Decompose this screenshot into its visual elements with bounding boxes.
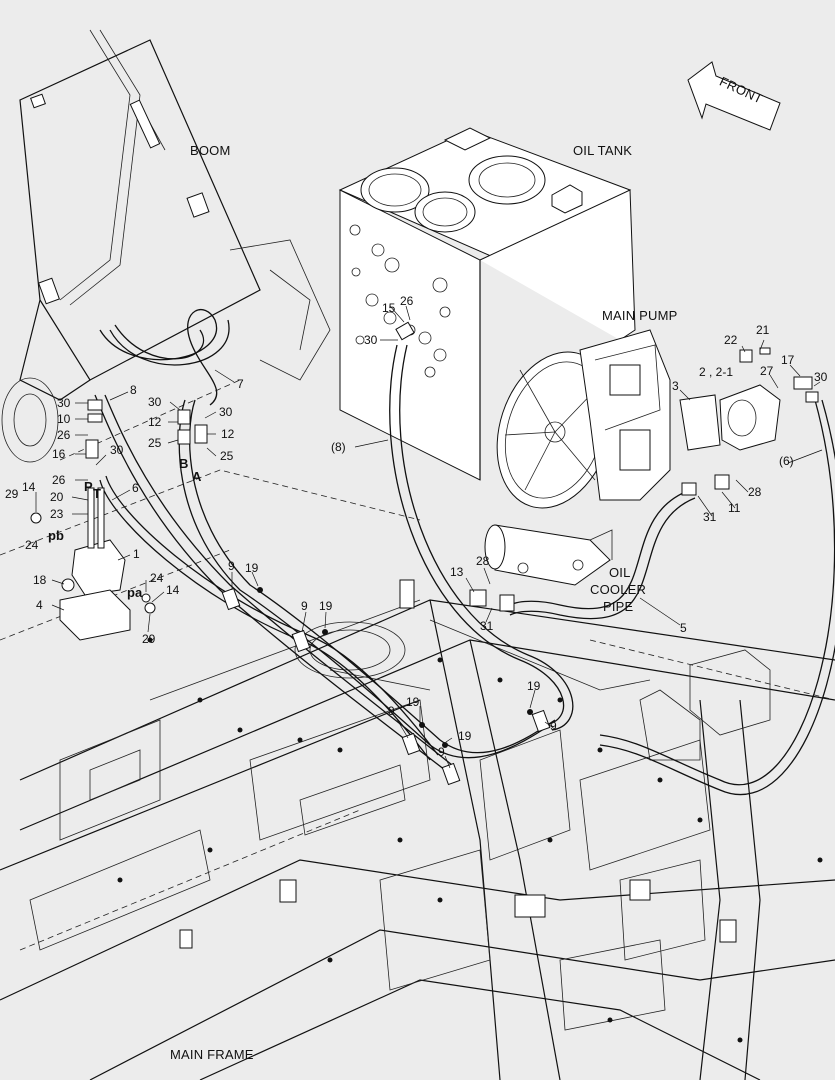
control-valve-drawing [30, 487, 156, 641]
callout: 26 [52, 473, 66, 487]
port-pb: pb [48, 528, 64, 543]
hoses [94, 308, 835, 796]
callout: 19 [245, 561, 259, 575]
callout: (8) [331, 440, 346, 454]
callout: 19 [319, 599, 333, 613]
callout: 17 [781, 353, 795, 367]
part-callouts: 30 10 26 16 26 30 8 7 30 12 25 30 12 25 … [5, 294, 828, 759]
callout: 21 [756, 323, 770, 337]
label-main-pump: MAIN PUMP [602, 308, 677, 323]
oil-cooler-pipe-drawing [484, 524, 613, 586]
callout: 30 [110, 443, 124, 457]
callout: 29 [5, 487, 19, 501]
callout: 8 [130, 383, 137, 397]
callout: 1 [133, 547, 140, 561]
fittings [85, 321, 819, 612]
port-t: T [93, 486, 101, 501]
callout: 29 [142, 632, 156, 646]
callout: 31 [480, 619, 494, 633]
boom-drawing [1, 29, 331, 463]
callout: 13 [450, 565, 464, 579]
callout: 30 [814, 370, 828, 384]
callout: 12 [221, 427, 235, 441]
port-p: P [84, 479, 93, 494]
leader-lines [35, 305, 823, 769]
main-pump-drawing [496, 329, 781, 509]
callout: 12 [148, 415, 162, 429]
callout: 10 [57, 412, 71, 426]
callout: 24 [150, 571, 164, 585]
callout: 11 [728, 501, 741, 515]
callout: 28 [748, 485, 762, 499]
callout: 19 [527, 679, 541, 693]
callout: 16 [52, 447, 66, 461]
callout: 3 [672, 379, 679, 393]
callout: 30 [219, 405, 233, 419]
callout: 15 [382, 301, 396, 315]
callout: 14 [22, 480, 36, 494]
callout: 14 [166, 583, 180, 597]
front-arrow [687, 61, 781, 131]
callout: 27 [760, 364, 774, 378]
label-main-frame: MAIN FRAME [170, 1047, 254, 1062]
callout: 30 [57, 396, 71, 410]
port-labels: B A P T pb pa [48, 456, 202, 600]
callout: 19 [406, 695, 420, 709]
callout: 19 [458, 729, 472, 743]
callout: 31 [703, 510, 717, 524]
callout: 4 [36, 598, 43, 612]
callout: 7 [237, 377, 244, 391]
callout: 9 [388, 704, 395, 718]
callout: (6) [779, 454, 794, 468]
callout: 6 [132, 481, 139, 495]
label-oil-cooler-line-1: OIL [609, 565, 631, 580]
callout: 25 [148, 436, 162, 450]
port-b: B [179, 456, 188, 471]
callout: 20 [50, 490, 64, 504]
callout: 30 [148, 395, 162, 409]
port-a: A [192, 469, 202, 484]
main-frame-drawing [0, 379, 835, 1080]
callout: 9 [438, 745, 445, 759]
callout: 30 [364, 333, 378, 347]
label-oil-tank: OIL TANK [573, 143, 632, 158]
callout: 9 [228, 559, 235, 573]
port-pa: pa [127, 585, 143, 600]
callout: 26 [57, 428, 71, 442]
callout: 23 [50, 507, 64, 521]
callout: 28 [476, 554, 490, 568]
label-oil-cooler-line-3: PIPE [603, 599, 634, 614]
callout: 24 [25, 538, 39, 552]
callout: 25 [220, 449, 234, 463]
callout: 9 [301, 599, 308, 613]
hose-clamps [221, 587, 551, 786]
callout: 18 [33, 573, 47, 587]
callout: 2 , 2-1 [699, 365, 733, 379]
callout: 22 [724, 333, 738, 347]
callout: 26 [400, 294, 414, 308]
label-boom: BOOM [190, 143, 231, 158]
callout: 5 [680, 621, 687, 635]
label-oil-cooler-line-2: COOLER [590, 582, 646, 597]
callout: 9 [550, 719, 557, 733]
